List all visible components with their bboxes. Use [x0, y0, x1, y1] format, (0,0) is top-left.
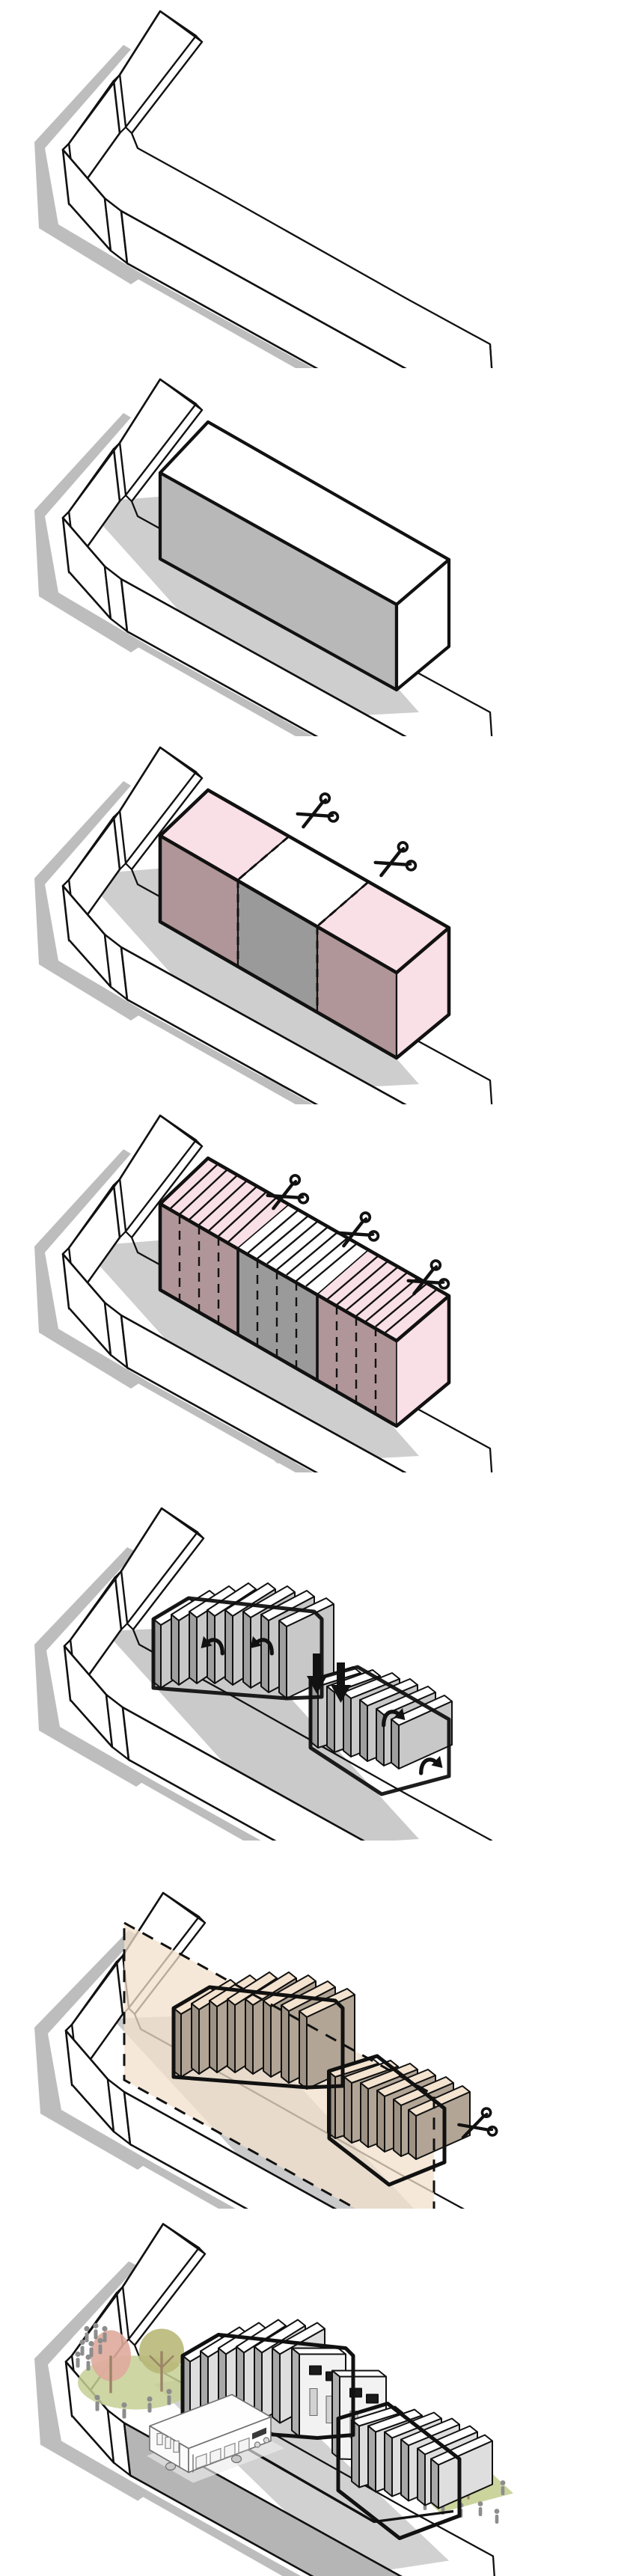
person-group	[75, 2322, 172, 2419]
panel-5-rotate-and-press: Rotate and press slabs	[0, 1472, 639, 1841]
dashed-envelope	[123, 1921, 435, 2209]
down-arrow-icon	[331, 1662, 351, 1703]
site-plinth	[61, 746, 493, 1104]
ground-shadow	[34, 45, 314, 368]
panel-7-final-scheme-in-context: Final scheme in context	[0, 2209, 639, 2576]
site-plinth	[63, 1507, 493, 1841]
gray-bar-mass	[158, 420, 451, 692]
site-plinth	[61, 1114, 493, 1472]
beige-fanned-mass	[171, 1971, 471, 2187]
tree-icon	[139, 2328, 184, 2392]
scissors-icon	[266, 1174, 310, 1211]
panel-1-site-boundary: Site boundary volume	[0, 0, 639, 368]
scissors-icon	[296, 792, 340, 829]
scissors-icon	[406, 1259, 450, 1296]
site-plinth	[61, 10, 493, 368]
site-plinth	[61, 378, 493, 736]
panel-3-divide-three-programs: Divide into three program bands	[0, 736, 639, 1104]
curved-arrow-icon	[250, 1636, 274, 1656]
bus-icon	[147, 2393, 284, 2483]
scissors-icon	[373, 841, 418, 878]
panel-6-trim-to-envelope: Trim to buildable envelope	[0, 1841, 639, 2209]
scissors-icon	[457, 2107, 498, 2140]
final-massing	[180, 2319, 493, 2540]
sliced-bar	[158, 1156, 451, 1428]
down-arrow-icon	[307, 1653, 327, 1694]
curved-arrow-icon	[382, 1707, 406, 1728]
curved-arrow-icon	[419, 1755, 443, 1775]
arrow-group	[201, 1636, 443, 1775]
panel-2-extrude-volume: Extrude single bar volume	[0, 368, 639, 736]
fanned-slabs	[151, 1582, 453, 1796]
scissors-icon	[336, 1211, 380, 1248]
panel-4-slice-into-slabs: Slice bands into thin slabs	[0, 1104, 639, 1472]
curved-arrow-icon	[201, 1636, 224, 1656]
segmented-bar	[158, 788, 451, 1060]
